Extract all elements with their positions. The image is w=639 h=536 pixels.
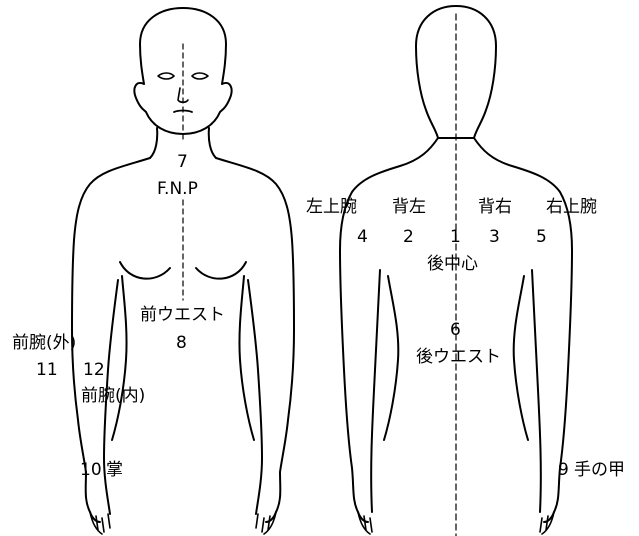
front-right-eye — [192, 73, 208, 79]
forearm-outer-number: 11 — [36, 362, 58, 379]
back-right-label: 背右 — [478, 199, 512, 216]
front-right-inner-arm — [248, 280, 262, 514]
front-left-eye — [158, 73, 174, 79]
fnp-label: F.N.P — [157, 181, 198, 198]
front-neck-left — [150, 128, 157, 158]
forearm-inner-label: 前腕(内) — [81, 388, 145, 405]
front-figure — [72, 8, 294, 534]
back-right-torso-side — [514, 276, 528, 440]
front-neck-right — [209, 128, 216, 158]
back-waist-number: 6 — [450, 322, 461, 339]
forearm-outer-label: 前腕(外) — [12, 335, 76, 352]
back-left-torso-side — [384, 276, 398, 440]
front-left-torso-side — [112, 276, 127, 440]
back-left-inner-arm — [371, 270, 380, 512]
forearm-inner-number: 12 — [83, 362, 105, 379]
front-waist-number: 8 — [176, 335, 187, 352]
back-right-number: 3 — [489, 229, 500, 246]
back-of-hand-label: 手の甲 — [574, 462, 625, 479]
left-upper-arm-number: 4 — [357, 229, 368, 246]
left-upper-arm-label: 左上腕 — [306, 199, 357, 216]
back-waist-label: 後ウエスト — [416, 349, 501, 366]
back-center-label: 後中心 — [427, 256, 478, 273]
front-right-torso-side — [239, 276, 254, 440]
front-bust-left — [120, 262, 170, 279]
palm-label: 掌 — [106, 462, 123, 479]
back-left-outline — [340, 138, 438, 522]
palm-number: 10 — [80, 462, 102, 479]
back-left-label: 背左 — [392, 199, 426, 216]
fnp-number: 7 — [177, 154, 188, 171]
front-bust-right — [196, 262, 246, 279]
back-of-hand-number: 9 — [558, 462, 569, 479]
back-right-inner-arm — [532, 270, 541, 512]
front-waist-label: 前ウエスト — [140, 307, 225, 324]
right-upper-arm-number: 5 — [536, 229, 547, 246]
back-center-number: 1 — [450, 229, 461, 246]
back-left-number: 2 — [403, 229, 414, 246]
right-upper-arm-label: 右上腕 — [546, 199, 597, 216]
